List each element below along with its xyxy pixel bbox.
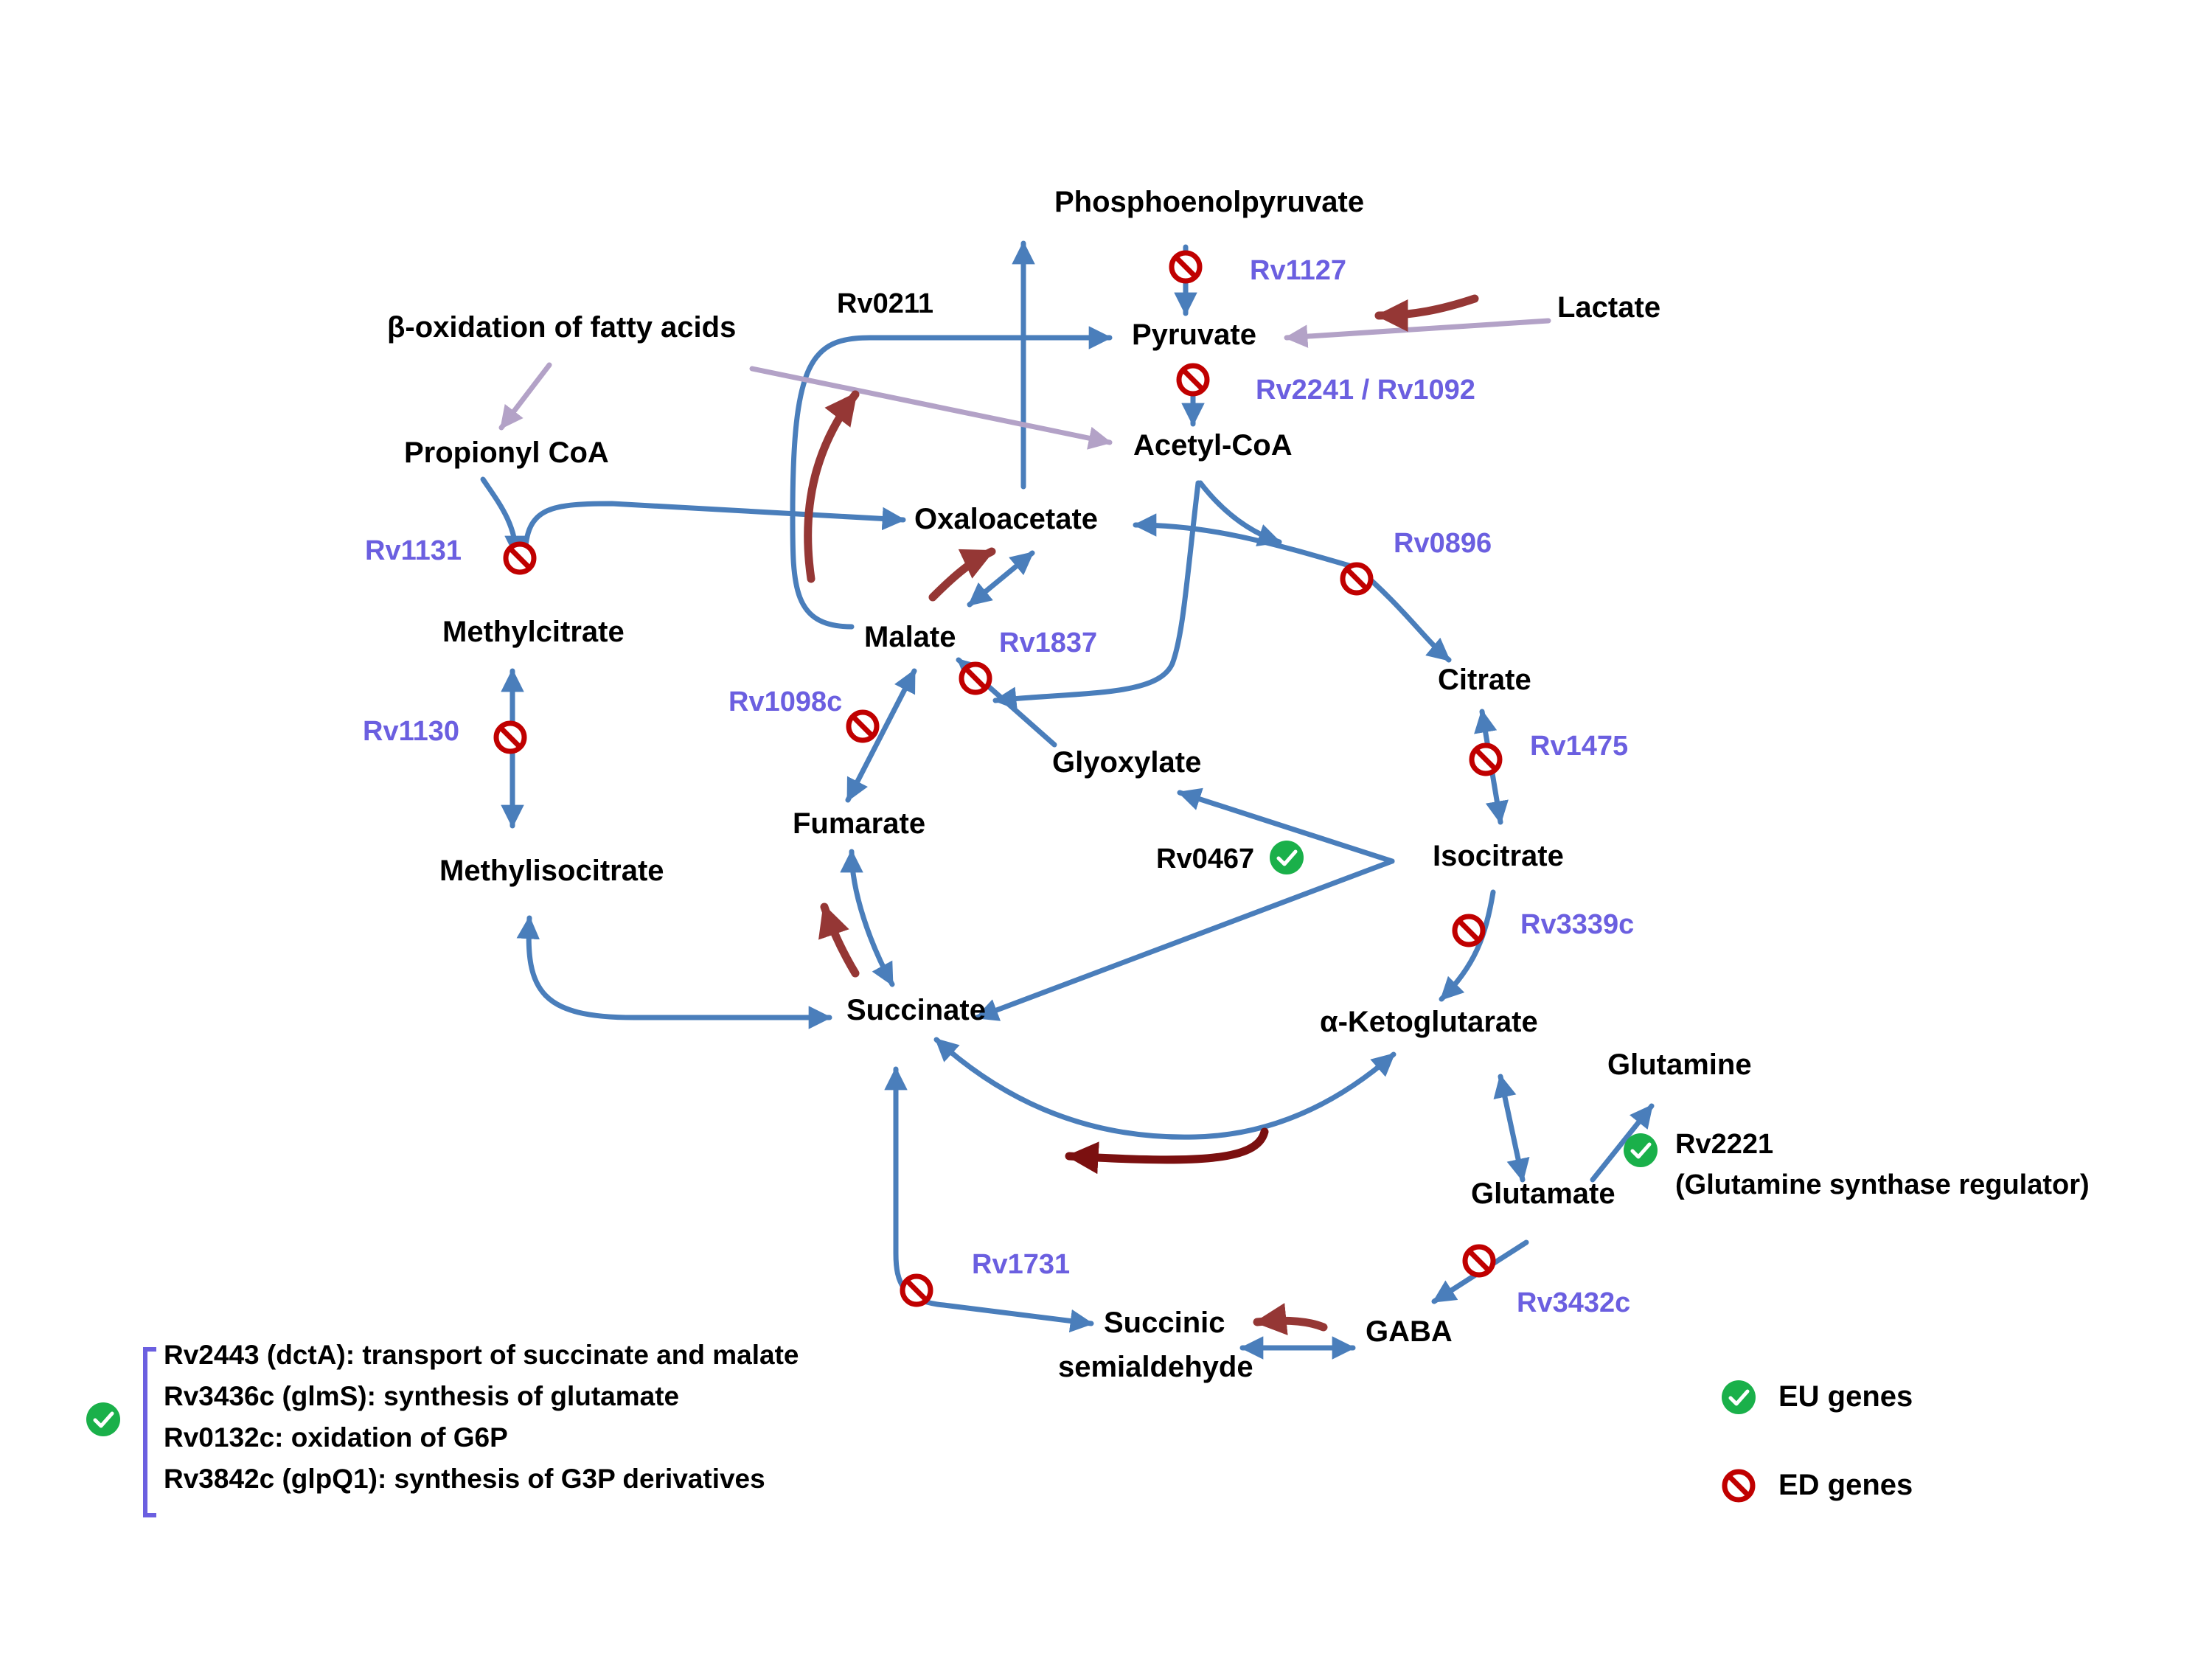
gene-rv1130: Rv1130 <box>363 716 460 747</box>
gene-rv3339c: Rv3339c <box>1520 909 1635 940</box>
gene-rv0896: Rv0896 <box>1394 528 1492 559</box>
metabolite-methylisocitrate: Methylisocitrate <box>439 855 664 887</box>
arrow-rv0211-loop <box>790 326 1113 630</box>
gene-rv1475: Rv1475 <box>1530 731 1629 762</box>
metabolite-citrate: Citrate <box>1438 664 1531 696</box>
gene-rv0467: Rv0467 <box>1156 844 1255 874</box>
gene-rv1127: Rv1127 <box>1250 255 1347 286</box>
gene-rv1098c: Rv1098c <box>728 686 843 717</box>
metabolite-oxaloacetate: Oxaloacetate <box>914 503 1099 535</box>
prohibited-icon <box>496 723 524 751</box>
check-circle-icon <box>1270 841 1304 874</box>
legend-ed-label: ED genes <box>1778 1469 1913 1501</box>
arrow-betaox-acetylcoa <box>749 366 1113 450</box>
note-bracket <box>143 1347 156 1517</box>
metabolite-lactate: Lactate <box>1557 291 1661 324</box>
prohibited-icon <box>1455 917 1483 945</box>
gene-rv2241-rv1092: Rv2241 / Rv1092 <box>1256 375 1475 406</box>
arrow-acetylcoa-down <box>1197 480 1282 546</box>
metabolite-beta-oxidation: β-oxidation of fatty acids <box>387 311 737 344</box>
arrow-acetylcoa-malate <box>992 480 1201 710</box>
gene-rv1837: Rv1837 <box>999 627 1098 658</box>
check-circle-icon <box>1722 1380 1756 1414</box>
red-arrow-up-left <box>804 390 860 583</box>
metabolite-propionyl-coa: Propionyl CoA <box>404 437 609 469</box>
note-item: Rv0132c: oxidation of G6P <box>164 1422 508 1453</box>
metabolite-fumarate: Fumarate <box>793 807 926 840</box>
prohibited-icon <box>1343 565 1371 593</box>
eu-gene-notes: Rv2443 (dctA): transport of succinate an… <box>164 1335 799 1500</box>
prohibited-icon <box>1172 253 1200 281</box>
prohibited-icon <box>961 664 990 692</box>
gene-rv2221: Rv2221 <box>1675 1129 1774 1160</box>
metabolite-malate: Malate <box>864 621 956 653</box>
arrow-methylisocitrate-succinate <box>516 915 832 1029</box>
arrow-succinate-fumarate <box>840 849 895 987</box>
gene-rv0211: Rv0211 <box>837 288 934 319</box>
metabolite-glutamine: Glutamine <box>1607 1048 1752 1081</box>
arrow-isocitrate-glyoxylate <box>1177 787 1395 864</box>
red-arrow-malate-oxaloacetate <box>928 547 996 602</box>
prohibited-icon <box>1725 1472 1753 1500</box>
prohibited-icon <box>1465 1247 1493 1275</box>
metabolite-phosphoenolpyruvate: Phosphoenolpyruvate <box>1054 186 1365 218</box>
note-item: Rv2443 (dctA): transport of succinate an… <box>164 1340 799 1370</box>
gene-rv2221-desc: (Glutamine synthase regulator) <box>1675 1169 2090 1200</box>
check-circle-icon <box>1624 1133 1658 1167</box>
arrow-lactate-pyruvate <box>1284 318 1551 348</box>
legend-eu-label: EU genes <box>1778 1380 1913 1413</box>
note-item: Rv3842c (glpQ1): synthesis of G3P deriva… <box>164 1464 765 1494</box>
metabolite-glyoxylate: Glyoxylate <box>1052 746 1202 779</box>
prohibited-icon <box>849 712 877 740</box>
check-circle-icon <box>86 1402 120 1436</box>
prohibited-icon <box>506 544 534 572</box>
red-arrow-lactate <box>1374 294 1479 332</box>
red-arrow-succinate-fumarate <box>818 902 860 978</box>
arrow-isocitrate-succinate <box>974 858 1395 1021</box>
arrow-fumarate-malate <box>845 668 917 803</box>
metabolite-gaba: GABA <box>1366 1315 1453 1348</box>
arrow-isocitrate-akg <box>1439 889 1496 1002</box>
gene-rv3432c: Rv3432c <box>1517 1287 1631 1318</box>
red-arrow-gaba-semialdehyde <box>1253 1303 1328 1335</box>
arrow-succinate-akg <box>933 1037 1397 1140</box>
metabolite-semialdehyde: semialdehyde <box>1058 1351 1253 1383</box>
arrow-methylcitrate-oxaloacetate <box>522 501 906 563</box>
arrow-glutamate-glutamine <box>1590 1103 1655 1183</box>
metabolite-isocitrate: Isocitrate <box>1433 840 1564 872</box>
metabolite-glutamate: Glutamate <box>1471 1178 1615 1210</box>
prohibited-icon <box>1179 366 1207 394</box>
metabolite-succinic: Succinic <box>1104 1307 1225 1339</box>
arrow-akg-glutamate <box>1493 1074 1530 1183</box>
arrow-betaox-propionyl <box>498 362 552 431</box>
arrow-malate-oxaloacetate <box>967 550 1035 608</box>
metabolite-alpha-ketoglutarate: α-Ketoglutarate <box>1320 1006 1538 1038</box>
dark-red-arrow-akg-succinate <box>1065 1127 1269 1175</box>
gene-rv1131: Rv1131 <box>365 535 462 566</box>
metabolite-acetyl-coa: Acetyl-CoA <box>1133 429 1293 462</box>
metabolite-pyruvate: Pyruvate <box>1132 319 1256 351</box>
gene-rv1731: Rv1731 <box>972 1249 1071 1280</box>
prohibited-icon <box>1472 745 1500 773</box>
prohibited-icon <box>902 1276 931 1304</box>
note-item: Rv3436c (glmS): synthesis of glutamate <box>164 1381 680 1411</box>
metabolite-methylcitrate: Methylcitrate <box>442 616 625 648</box>
metabolite-succinate: Succinate <box>846 994 986 1026</box>
